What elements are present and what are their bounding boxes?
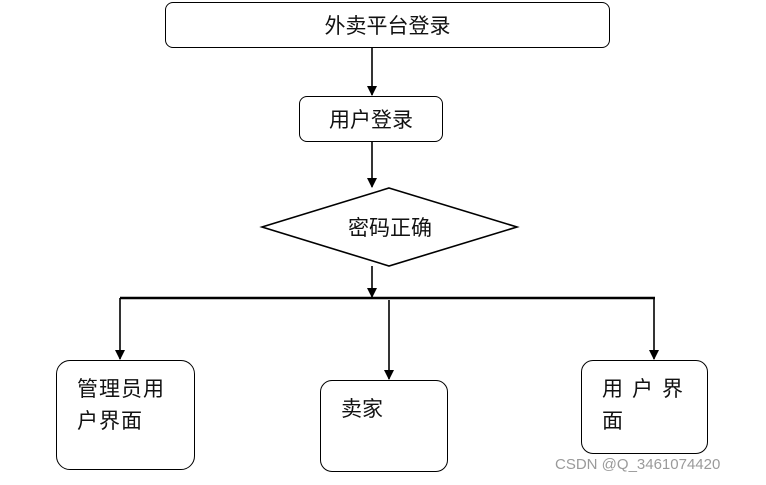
node-seller: 卖家 bbox=[320, 380, 448, 472]
watermark: CSDN @Q_3461074420 bbox=[555, 456, 721, 473]
node-label: 卖家 bbox=[341, 397, 383, 421]
decision-diamond bbox=[259, 187, 520, 267]
node-user-login: 用户登录 bbox=[299, 96, 443, 142]
node-label: 外卖平台登录 bbox=[324, 14, 451, 38]
decision-label: 密码正确 bbox=[348, 216, 432, 240]
node-takeout-platform-login: 外卖平台登录 bbox=[165, 2, 610, 48]
node-label: 用户界面 bbox=[602, 377, 692, 433]
node-user-interface: 用户界面 bbox=[581, 360, 708, 454]
node-label: 用户登录 bbox=[329, 108, 413, 132]
node-admin-interface: 管理员用户界面 bbox=[56, 360, 195, 470]
node-label: 管理员用户界面 bbox=[77, 377, 165, 433]
